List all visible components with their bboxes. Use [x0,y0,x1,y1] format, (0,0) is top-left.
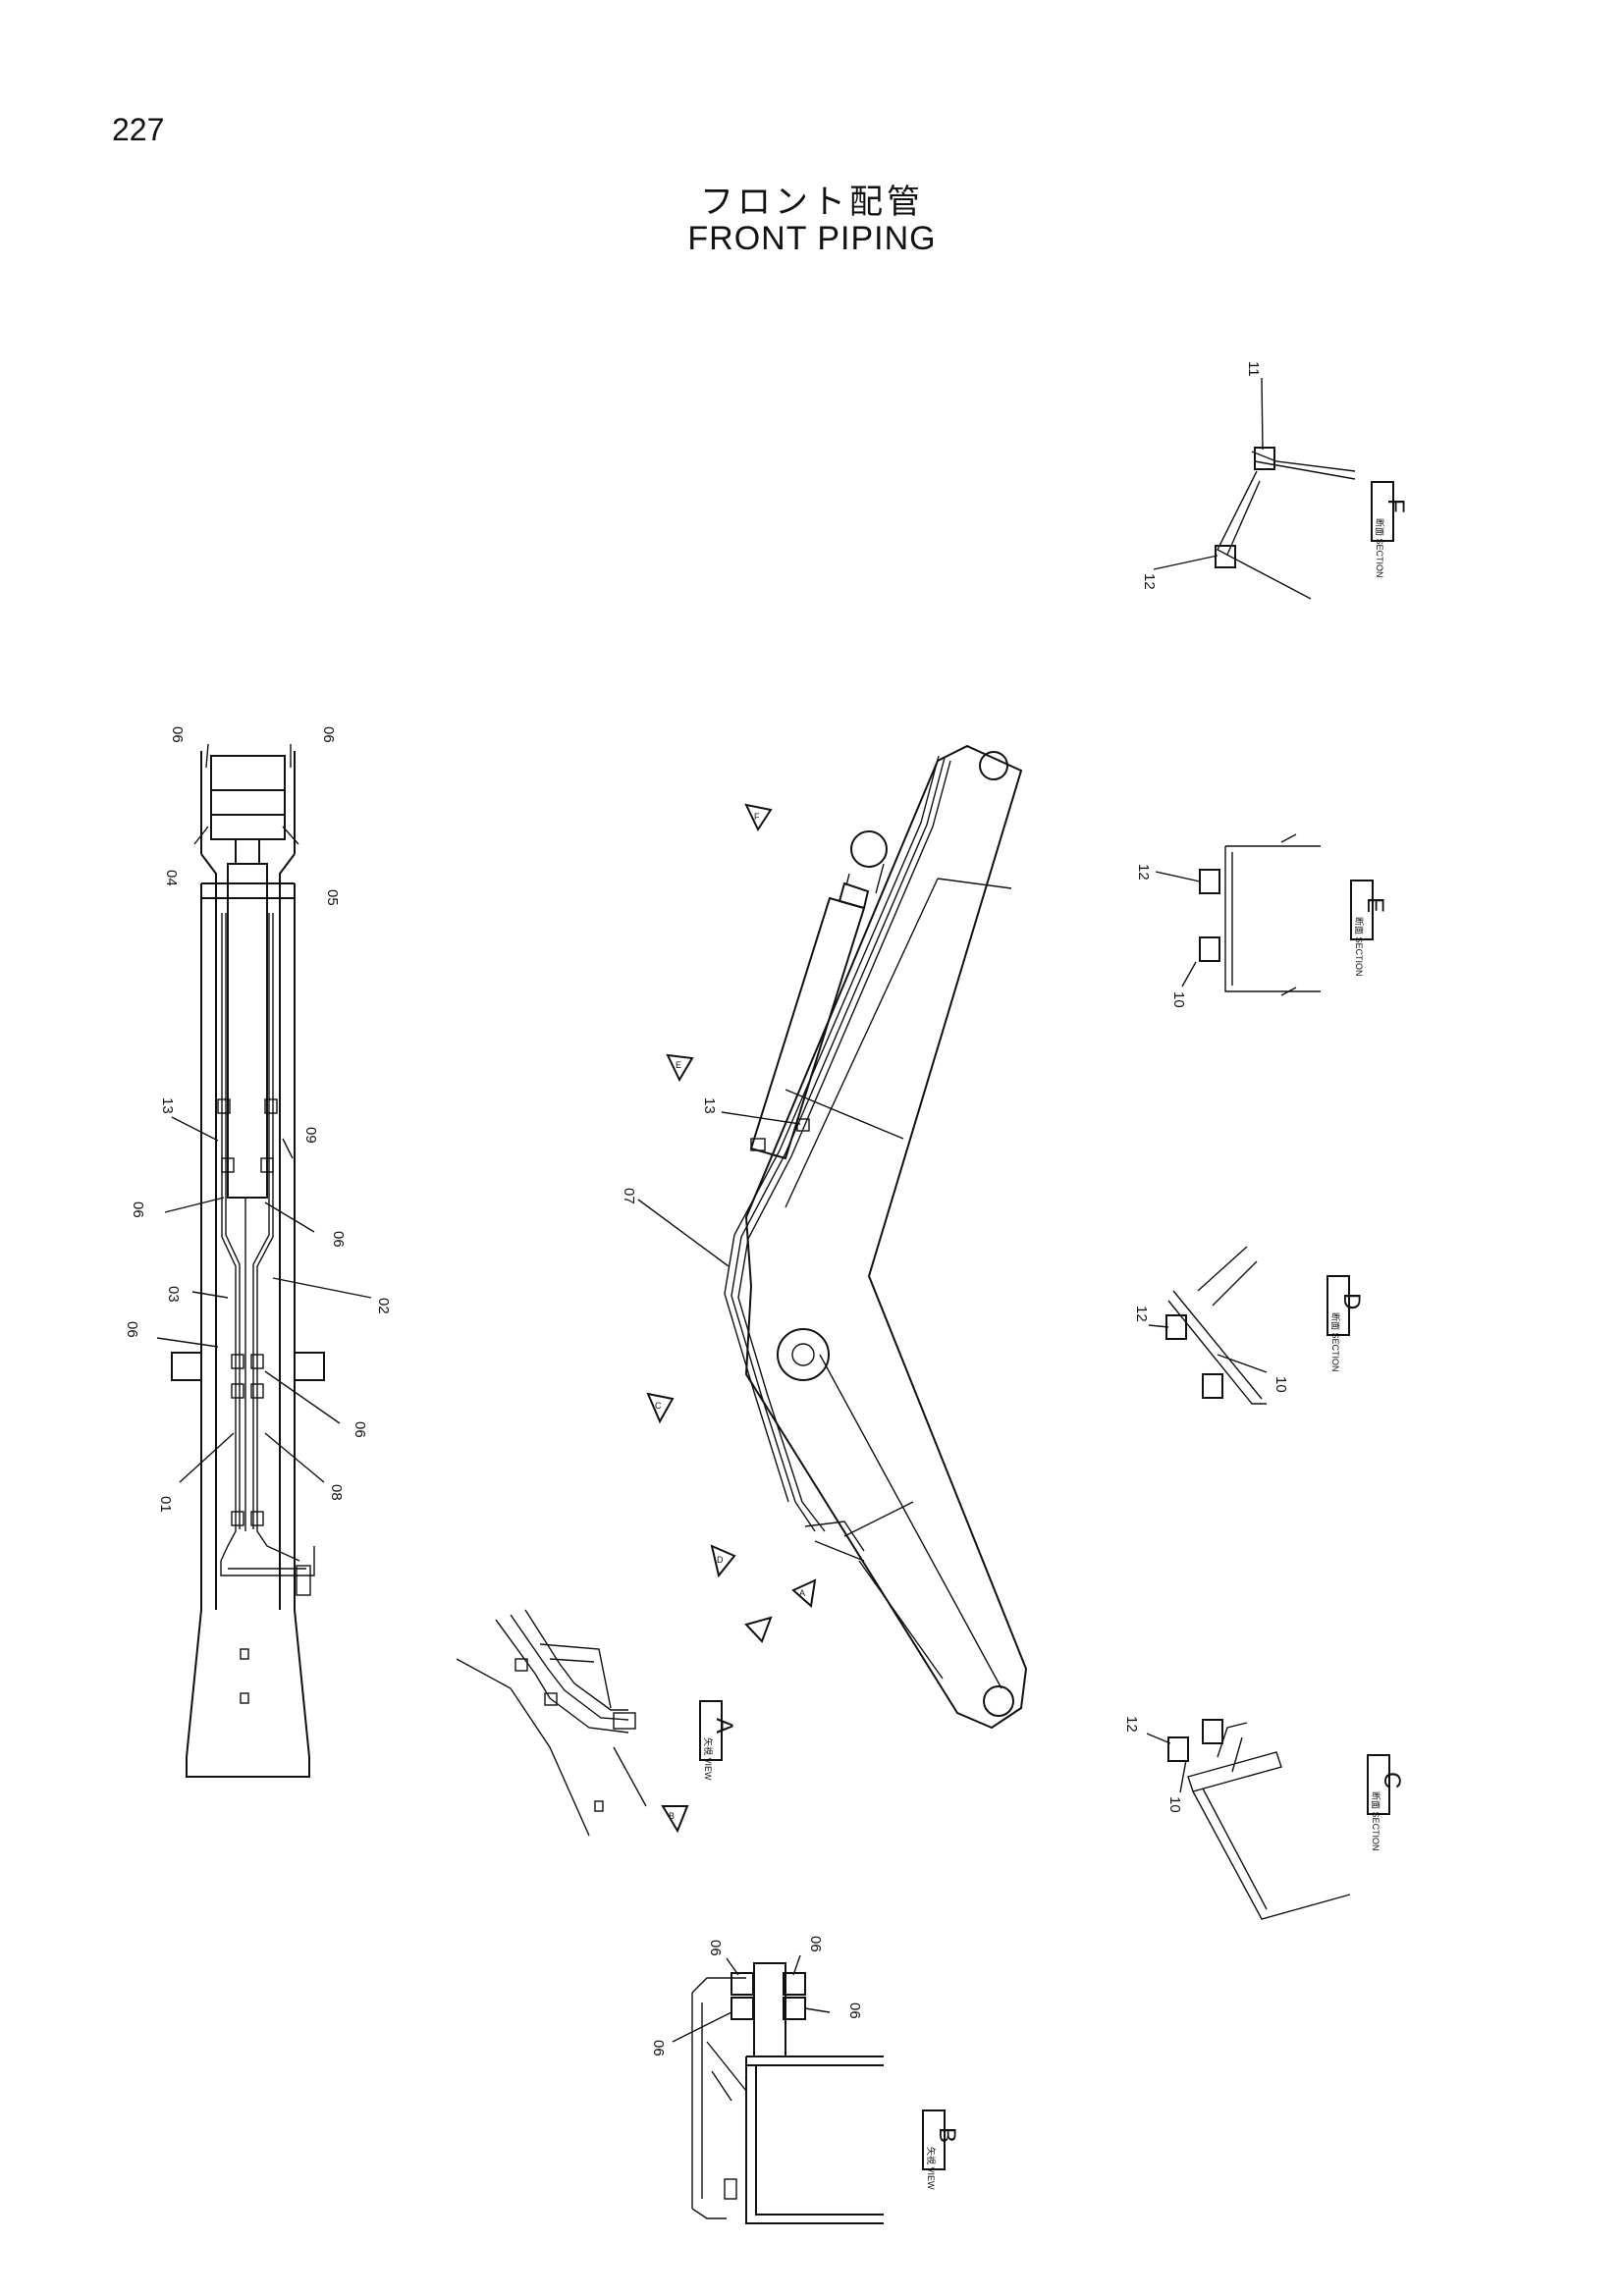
svg-text:F: F [754,812,760,822]
section-label-c: C 断面 SECTION [1367,1754,1405,1851]
title-japanese: フロント配管 [700,183,924,222]
section-label-d: D 断面 SECTION [1326,1275,1365,1372]
callout-03: 03 [165,1286,182,1303]
svg-text:A: A [711,1718,737,1734]
section-label-e: E 断面 SECTION [1350,880,1388,977]
plan-callout-labels: 06 06 04 05 13 09 06 06 03 02 06 06 01 0… [124,726,392,1513]
callout-b-06-d: 06 [846,2002,863,2019]
callout-02: 02 [375,1298,392,1314]
view-arrows: F E D C A B [646,803,817,1834]
callout-f-11: 11 [1245,361,1262,377]
section-label-a: A 矢視 VIEW [699,1700,737,1781]
svg-text:E: E [676,1060,681,1070]
callout-13: 13 [159,1097,176,1114]
svg-text:断面 SECTION: 断面 SECTION [1375,518,1385,578]
svg-text:D: D [1338,1293,1365,1309]
callout-side-07: 07 [621,1188,637,1204]
arrow-view-E: E [666,1053,694,1083]
callout-06-f: 06 [352,1421,368,1438]
callout-b-06-a: 06 [707,1940,724,1956]
section-label-b: B 矢視 VIEW [922,2109,960,2190]
svg-text:断面 SECTION: 断面 SECTION [1371,1791,1381,1851]
callout-side-13: 13 [701,1097,718,1114]
callout-08: 08 [328,1484,345,1501]
view-b-detail: 06 06 06 06 B 矢視 VIEW [650,1936,960,2224]
svg-text:矢視 VIEW: 矢視 VIEW [703,1737,714,1781]
callout-06-d: 06 [330,1231,347,1248]
callout-d-12: 12 [1133,1306,1150,1322]
arrow-view-D: D [710,1544,736,1578]
arrow-view-C-2 [744,1616,773,1643]
view-a-detail: A 矢視 VIEW [456,1609,737,1837]
callout-06-e: 06 [124,1321,140,1338]
svg-text:A: A [799,1588,805,1598]
callout-06-b: 06 [320,726,337,743]
section-d: 12 10 D 断面 SECTION [1133,1246,1365,1405]
callout-e-10: 10 [1170,991,1187,1008]
callout-b-06-c: 06 [650,2040,667,2056]
callout-f-12: 12 [1141,573,1158,590]
section-f: 11 12 F 断面 SECTION [1141,361,1409,600]
callout-06-c: 06 [130,1201,146,1218]
svg-text:B: B [934,2127,960,2143]
svg-text:C: C [1379,1772,1405,1789]
arrow-view-A: A [791,1578,817,1608]
svg-text:B: B [669,1811,675,1821]
section-e: 12 10 E 断面 SECTION [1135,833,1388,1008]
arrow-view-B: B [661,1805,689,1834]
section-label-f: F 断面 SECTION [1371,481,1409,578]
callout-05: 05 [324,889,341,906]
svg-text:C: C [655,1401,662,1411]
callout-01: 01 [157,1496,174,1513]
callout-04: 04 [163,870,180,886]
svg-text:F: F [1382,499,1409,513]
arrow-view-C: C [646,1392,675,1424]
section-c: 12 10 C 断面 SECTION [1123,1716,1405,1920]
svg-text:E: E [1362,897,1388,913]
svg-text:矢視 VIEW: 矢視 VIEW [926,2147,937,2190]
arrow-view-F: F [744,803,773,832]
callout-06-a: 06 [169,726,186,743]
callout-e-12: 12 [1135,864,1152,881]
svg-text:断面 SECTION: 断面 SECTION [1354,917,1365,977]
page-number: 227 [112,112,165,147]
svg-text:断面 SECTION: 断面 SECTION [1330,1312,1341,1372]
boom-plan-view: 06 06 04 05 13 09 06 06 03 02 06 06 01 0… [124,726,392,1778]
callout-d-10: 10 [1272,1376,1289,1393]
callout-09: 09 [302,1127,319,1144]
callout-c-10: 10 [1166,1796,1183,1813]
svg-text:D: D [717,1555,724,1565]
callout-c-12: 12 [1123,1716,1140,1733]
callout-b-06-b: 06 [807,1936,824,1952]
title-english: FRONT PIPING [687,220,937,257]
boom-side-view: 13 07 [621,744,1028,1730]
